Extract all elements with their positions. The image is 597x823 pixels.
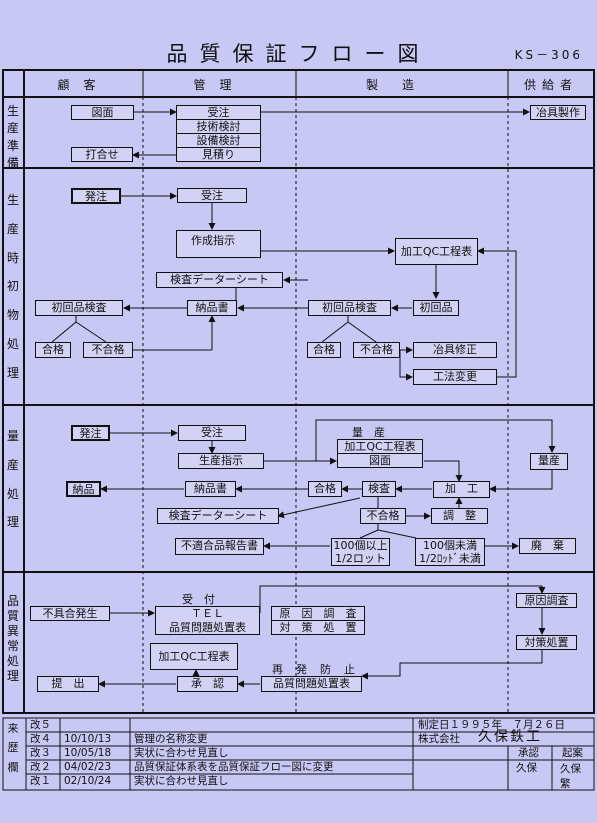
row-label-abnormal: 品質異常処理	[6, 594, 19, 683]
over-100-line1: 100個以上	[333, 539, 388, 552]
box-under-100: 100個未満 1/2ﾛｯﾄﾞ未満	[415, 538, 485, 566]
box-fail-customer: 不合格	[83, 342, 133, 358]
box-first-article-inspection: 初回品検査	[308, 300, 391, 316]
history-rev: 改５	[30, 719, 51, 731]
box-cause-investigation: 原 因 調 査	[271, 606, 365, 621]
box-countermeasure: 対 策 処 置	[271, 620, 365, 635]
box-estimate: 見積り	[176, 147, 261, 162]
box-over-100: 100個以上 1/2ロット	[331, 538, 390, 566]
page-title: 品質保証フロー図	[166, 42, 431, 66]
box-defect-occurred: 不具合発生	[30, 606, 110, 621]
under-100-line2: 1/2ﾛｯﾄﾞ未満	[419, 552, 481, 565]
box-first-article: 初回品	[413, 300, 459, 316]
box-production-instruction: 生産指示	[178, 453, 264, 469]
box-mass-delivery-note: 納品書	[185, 481, 236, 497]
over-100-line2: 1/2ロット	[335, 552, 386, 565]
established-date: 制定日１９９５年 ７月２６日	[418, 719, 565, 731]
row-label-initial: 生産時初物処理	[6, 193, 19, 380]
box-meeting: 打合せ	[71, 147, 133, 162]
history-label: 来歴欄	[7, 722, 19, 774]
box-processing: 加 工	[433, 481, 490, 498]
box-mass-pass: 合格	[308, 481, 342, 497]
box-nonconformance-report: 不適合品報告書	[175, 538, 264, 555]
box-qc-process-chart: 加工QC工程表	[395, 238, 478, 265]
row-label-mass: 量産処理	[6, 429, 19, 530]
approve-label: 承認	[518, 747, 539, 759]
history-rev: 改３	[30, 747, 51, 759]
box-drawing: 図面	[71, 105, 134, 120]
history-date: 10/10/13	[64, 733, 112, 745]
drafter-line1: 久保	[560, 763, 581, 775]
box-jig-making: 冶具製作	[530, 105, 586, 120]
box-supplier-measure: 対策処置	[516, 635, 577, 650]
under-100-line1: 100個未満	[423, 539, 477, 552]
drafter-stamp: 久保 繁	[560, 762, 581, 792]
history-rev: 改２	[30, 761, 51, 773]
row-label-prep: 生産準備	[6, 104, 19, 171]
box-tel-form: ＴＥＬ 品質問題処置表	[155, 606, 260, 635]
box-order-received: 受注	[176, 105, 261, 120]
document-number: KS－306	[514, 48, 583, 62]
box-mass-order-received: 受注	[178, 425, 246, 441]
draft-label: 起案	[562, 747, 583, 759]
box-supplier-cause: 原因調査	[516, 593, 577, 608]
box-first-article-inspection-customer: 初回品検査	[35, 300, 123, 316]
label-mass-production: 量 産	[352, 426, 385, 439]
box-approval: 承 認	[177, 676, 238, 692]
box-tech-review: 技術検討	[176, 119, 261, 134]
box-equip-review: 設備検討	[176, 133, 261, 148]
box-pass-mfg: 合格	[307, 342, 341, 358]
company-prefix: 株式会社	[418, 733, 460, 745]
box-delivery-note: 納品書	[187, 300, 237, 316]
column-customer: 顧客	[57, 78, 110, 92]
history-date: 04/02/23	[64, 761, 112, 773]
history-rev: 改４	[30, 733, 51, 745]
box-order-placed: 発注	[71, 188, 121, 204]
column-management: 管理	[193, 78, 246, 92]
box-method-change: 工法変更	[413, 369, 497, 385]
quality-problem-form: 品質問題処置表	[169, 621, 246, 634]
box-quality-problem-form-2: 品質問題処置表	[261, 676, 362, 692]
history-date: 10/05/18	[64, 747, 112, 759]
history-note: 実状に合わせ見直し	[134, 775, 229, 787]
column-manufacturing: 製造	[365, 78, 438, 92]
box-mass-order-placed: 発注	[71, 425, 110, 441]
box-supplier-mass: 量産	[530, 453, 568, 470]
drafter-line2: 繁	[560, 778, 571, 790]
label-recurrence-prevention: 再 発 防 止	[272, 663, 356, 676]
box-mass-inspection: 検査	[362, 481, 396, 497]
box-delivered: 納品	[66, 481, 101, 497]
box-order-received-2: 受注	[177, 188, 247, 203]
box-submit: 提 出	[37, 676, 99, 692]
history-rev: 改１	[30, 775, 51, 787]
box-mass-fail: 不合格	[360, 508, 406, 524]
box-adjust: 調 整	[431, 508, 488, 524]
box-fail-mfg: 不合格	[353, 342, 400, 358]
box-mass-qc-chart: 加工QC工程表	[337, 439, 423, 454]
history-note: 実状に合わせ見直し	[134, 747, 229, 759]
history-note: 管理の名称変更	[134, 733, 208, 745]
box-create-instruction: 作成指示	[176, 230, 261, 258]
column-supplier: 供給者	[523, 78, 578, 92]
box-inspection-sheet: 検査データーシート	[156, 272, 283, 288]
box-scrap: 廃 棄	[519, 538, 576, 554]
history-date: 02/10/24	[64, 775, 112, 787]
tel-label: ＴＥＬ	[191, 607, 224, 620]
company-name: 久保鉄工	[478, 729, 542, 745]
approver-stamp: 久保	[516, 762, 537, 774]
box-pass-customer: 合格	[35, 342, 71, 358]
box-jig-fix: 冶具修正	[413, 342, 497, 358]
box-mass-inspection-sheet: 検査データーシート	[157, 508, 279, 524]
label-reception: 受 付	[182, 593, 215, 606]
box-abnormal-qc-chart: 加工QC工程表	[150, 643, 238, 670]
box-mass-drawing: 図面	[337, 453, 423, 468]
history-note: 品質保証体系表を品質保証フロー図に変更	[134, 761, 334, 773]
